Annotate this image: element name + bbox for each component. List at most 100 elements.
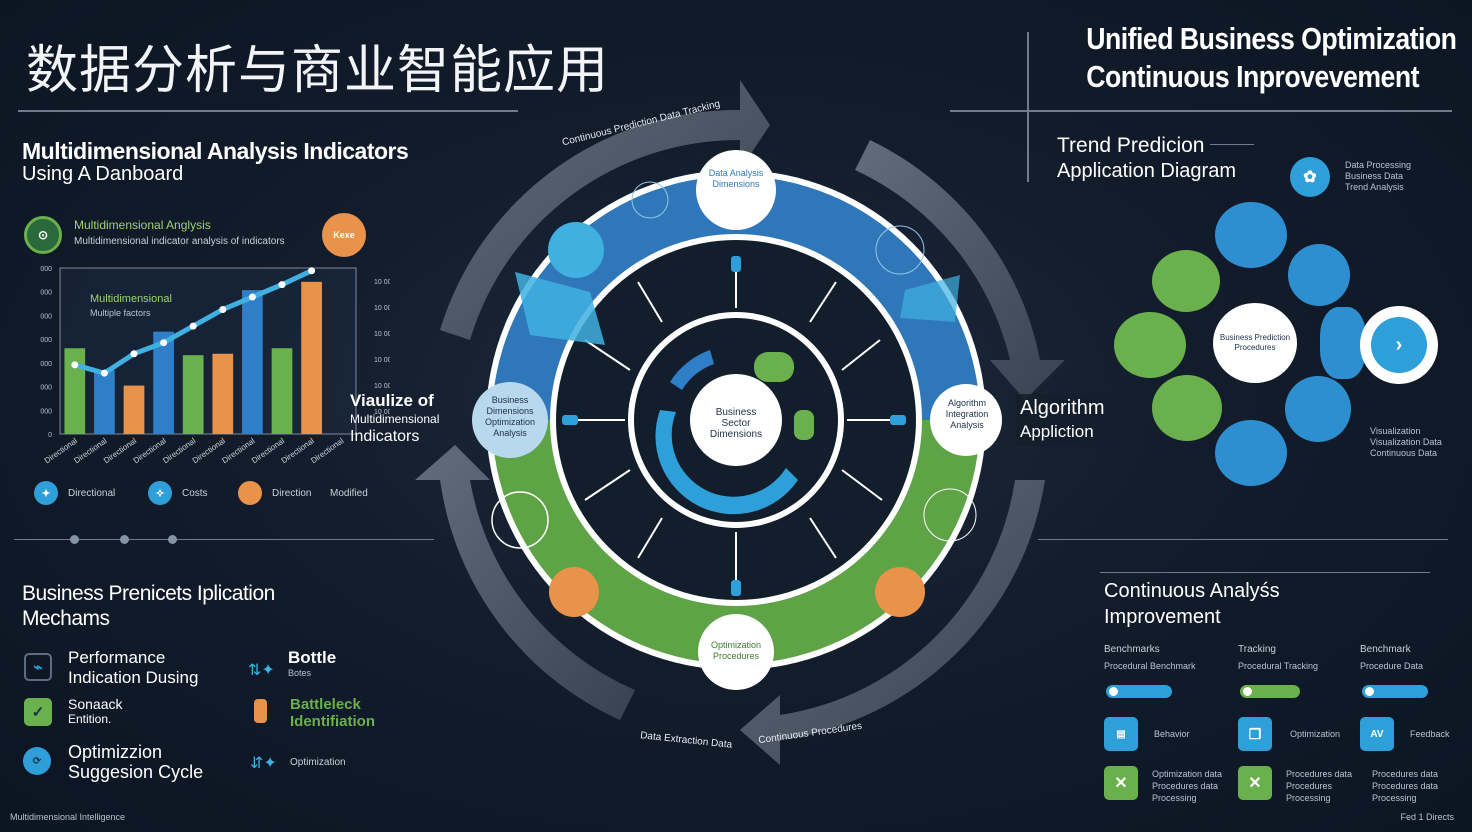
outer-arrow-lower-right	[740, 480, 1045, 765]
column-box-label: Behavior	[1154, 729, 1190, 739]
algorithm-line1: Algorithm	[1020, 397, 1105, 419]
column-desc-line: Procedures	[1286, 781, 1333, 791]
arrows2-icon: ⇵✦	[250, 755, 277, 772]
center-line: Business	[715, 407, 757, 418]
ring-node	[923, 488, 977, 542]
process-wheel	[415, 80, 1065, 765]
column-subheading: Procedure Data	[1360, 661, 1424, 671]
y-tick-label: 000	[40, 385, 52, 392]
business-item-label: Indication Dusing	[68, 668, 199, 687]
top-right-divider	[950, 110, 1452, 112]
footer-right: Fed 1 Directs	[1400, 812, 1454, 822]
arrows-icon: ⇅✦	[248, 662, 275, 679]
column-desc-line: Processing	[1152, 793, 1197, 803]
mid-left-divider	[14, 539, 434, 540]
trend-bubble	[1288, 244, 1350, 306]
center-line: Dimensions	[709, 429, 763, 440]
column-heading: Tracking	[1238, 644, 1276, 655]
chart-trend-point	[160, 339, 168, 347]
top-right-title: Unified Business Optimization Continuous…	[1085, 20, 1457, 96]
visualize-label: Viaulize of Multidimensional Indicators	[350, 392, 439, 446]
chart-trend-point	[100, 369, 108, 377]
business-title-line2: Mechams	[22, 607, 110, 630]
inner-node-green	[794, 410, 814, 440]
continuous-title-line2: Improvement	[1104, 606, 1221, 628]
y-tick-label: 000	[40, 408, 52, 415]
column-desc-line: Procedures data	[1372, 781, 1439, 791]
top-right-title-line2: Continuous Inprovevement	[1085, 59, 1419, 94]
business-item-performance: Performance Indication Dusing	[68, 648, 198, 688]
trend-bubble	[1114, 312, 1186, 378]
center-node-text: Business Sector Dimensions	[700, 407, 772, 440]
column-desc: Procedures data Procedures data Processi…	[1372, 768, 1438, 804]
business-item-sonaack: Sonaack Entition.	[68, 696, 122, 726]
chart-bar	[153, 331, 174, 434]
trend-title-line2: Application Diagram	[1057, 160, 1236, 182]
y-tick-label-right: 10 000	[374, 331, 390, 338]
x-tick-label: Directional	[309, 436, 345, 465]
business-item-optimization2: Optimization	[290, 757, 346, 768]
top-right-title-line1: Unified Business Optimization	[1085, 21, 1457, 56]
check-icon: ✓	[24, 698, 52, 726]
chart-bar	[242, 290, 263, 434]
dashboard-legend: ✦ Directional ✧ Costs Direction Modified	[34, 481, 368, 505]
ring-panel	[515, 272, 605, 345]
ring-green-half	[492, 420, 980, 664]
trend-legend: Data Processing Business Data Trend Anal…	[1345, 160, 1411, 193]
legend-label-directional: Directional	[68, 487, 116, 499]
toggle-pill[interactable]	[1106, 685, 1172, 698]
ring-node	[548, 222, 604, 278]
top-right-vertical-divider	[1027, 32, 1029, 182]
column-subheading: Procedural Tracking	[1238, 661, 1319, 671]
chart-bar	[182, 355, 204, 434]
divider-dot	[120, 535, 129, 544]
chart-trend-point	[189, 322, 197, 330]
y-tick-label-right: 10 000	[374, 409, 390, 416]
y-tick-label: 000	[40, 266, 52, 273]
column-heading: Benchmark	[1360, 644, 1411, 655]
spoke-arrow	[637, 281, 663, 323]
dashboard-subtitle: Using A Danboard	[22, 163, 184, 185]
column-desc-line: Procedures data	[1372, 769, 1439, 779]
toggle-pill[interactable]	[1362, 685, 1428, 698]
column-desc-line: Processing	[1372, 793, 1417, 803]
toggle-pill[interactable]	[1240, 685, 1300, 698]
visualize-line2: Multidimensional	[350, 412, 440, 426]
spoke-marker	[731, 580, 741, 596]
legend-label-direction: Direction	[272, 487, 312, 499]
pulse-icon: ⌁	[24, 653, 52, 681]
visualize-line1: Viaulize of	[350, 391, 434, 410]
chart-trend-point	[130, 350, 138, 358]
business-item-label: Botes	[288, 668, 312, 678]
trend-note: Visualization Visualization Data Continu…	[1370, 426, 1442, 459]
outer-arrow-lower-left	[415, 445, 635, 720]
globe-icon: ✿	[1290, 157, 1330, 197]
trend-bubble	[1152, 250, 1220, 312]
trend-center-bubble: Business Prediction Procedures	[1213, 303, 1297, 383]
trend-note-line: Continuous Data	[1370, 448, 1438, 458]
visualize-line3: Indicators	[350, 428, 420, 445]
right-node-text: Algorithm Integration Analysis	[945, 398, 989, 430]
spoke-arrow	[841, 339, 881, 371]
chart-bar	[212, 353, 234, 434]
continuous-title-line1: Continuous Analyśs	[1104, 580, 1280, 602]
legend-icon-direction	[238, 481, 262, 505]
spoke-arrow	[809, 281, 837, 323]
column-subheading: Procedural Benchmark	[1104, 661, 1196, 671]
outer-arrow-right	[855, 140, 1065, 400]
chart-bar	[301, 281, 322, 434]
trend-note-line: Visualization Data	[1370, 437, 1442, 447]
column-desc-line: Procedures data	[1152, 781, 1219, 791]
business-title-line1: Business Prenicets Iplication	[22, 582, 275, 605]
trend-title-line1: Trend Predicion	[1057, 134, 1205, 157]
business-item-label: Performance	[68, 648, 166, 667]
cycle-icon: ⟳	[23, 747, 51, 775]
gauge-icon: ⊙	[24, 216, 62, 254]
ring-panel	[900, 275, 960, 322]
y-tick-label: 000	[40, 313, 52, 320]
legend-icon-directional: ✦	[34, 481, 58, 505]
ring-blue-half	[492, 176, 980, 420]
continuous-columns: Benchmarks Procedural Benchmark ▤ Behavi…	[1104, 644, 1450, 804]
y-tick-label: 000	[40, 290, 52, 297]
